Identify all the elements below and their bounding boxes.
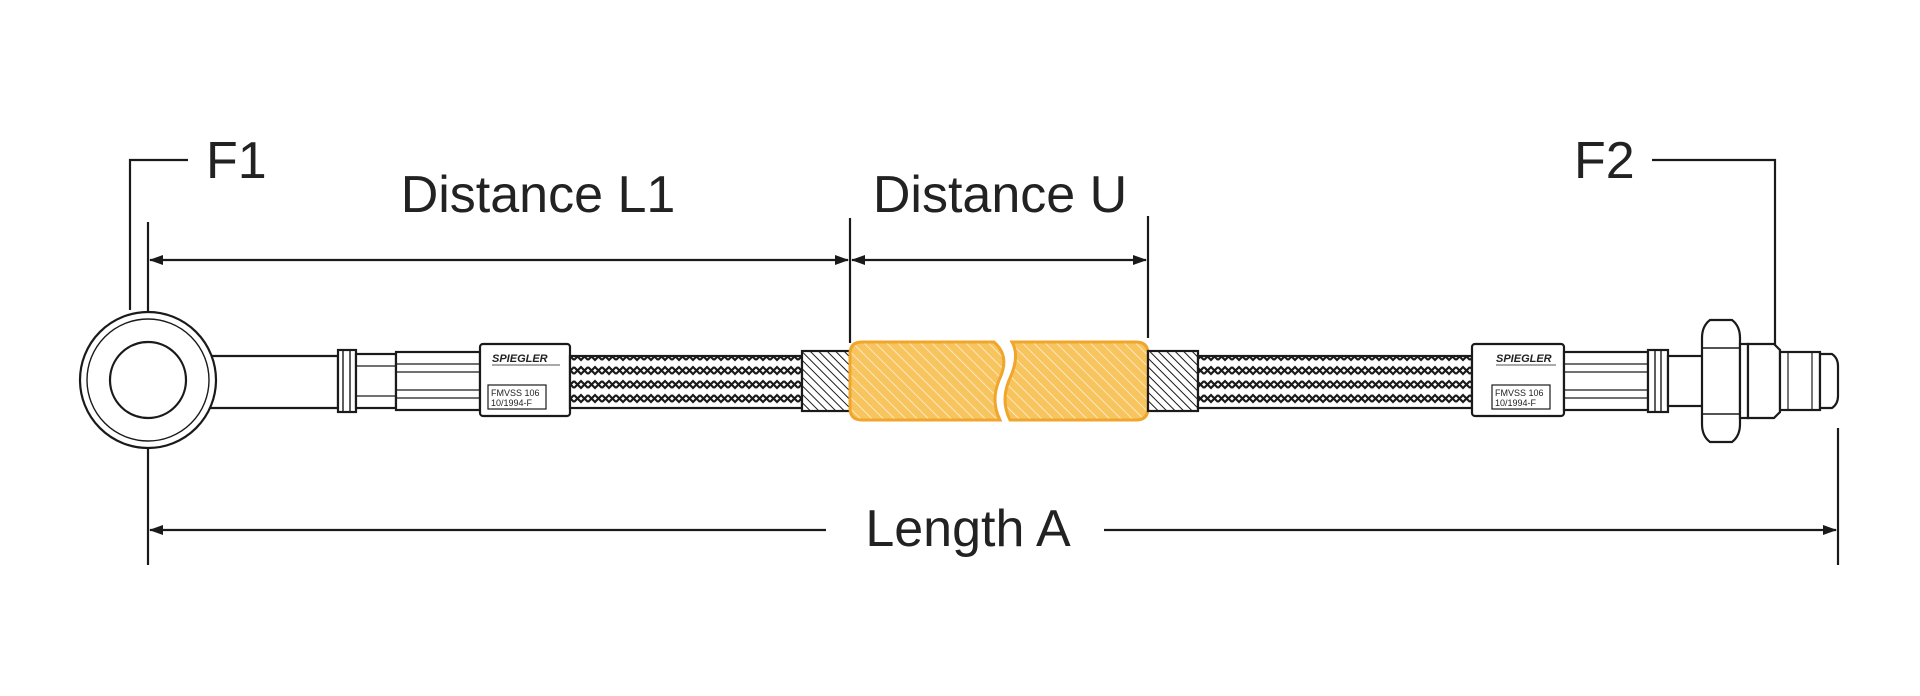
crimp-sleeve-left: SPIEGLER FMVSS 106 10/1994-F [478, 342, 572, 418]
braided-hose-right [1196, 354, 1474, 410]
left-marking-line1: FMVSS 106 [491, 388, 540, 398]
length-a-label: Length A [865, 500, 1071, 558]
left-logo: SPIEGLER [492, 353, 548, 365]
crimp-sleeve-right: SPIEGLER FMVSS 106 10/1994-F [1470, 342, 1566, 418]
right-marking-line2: 10/1994-F [1495, 398, 1537, 408]
distance-l1-label: Distance L1 [401, 166, 676, 224]
highlighted-section-u [848, 340, 1150, 422]
right-marking-line1: FMVSS 106 [1495, 388, 1544, 398]
f2-label: F2 [1574, 132, 1635, 190]
dimension-lines [128, 158, 1840, 565]
braided-hose-left [568, 354, 804, 410]
left-marking-line2: 10/1994-F [491, 398, 533, 408]
protective-sleeve-left [800, 349, 852, 413]
hose-assembly: SPIEGLER FMVSS 106 10/1994-F SPIEGLER FM… [78, 310, 1840, 450]
protective-sleeve-right [1146, 349, 1200, 413]
distance-u-label: Distance U [873, 166, 1127, 224]
male-fitting-f2 [1562, 318, 1840, 444]
f2-leader-line [1652, 158, 1777, 345]
f1-leader-line [128, 158, 188, 310]
banjo-fitting-f1 [78, 310, 482, 450]
f1-label: F1 [206, 132, 267, 190]
right-logo: SPIEGLER [1496, 353, 1552, 365]
